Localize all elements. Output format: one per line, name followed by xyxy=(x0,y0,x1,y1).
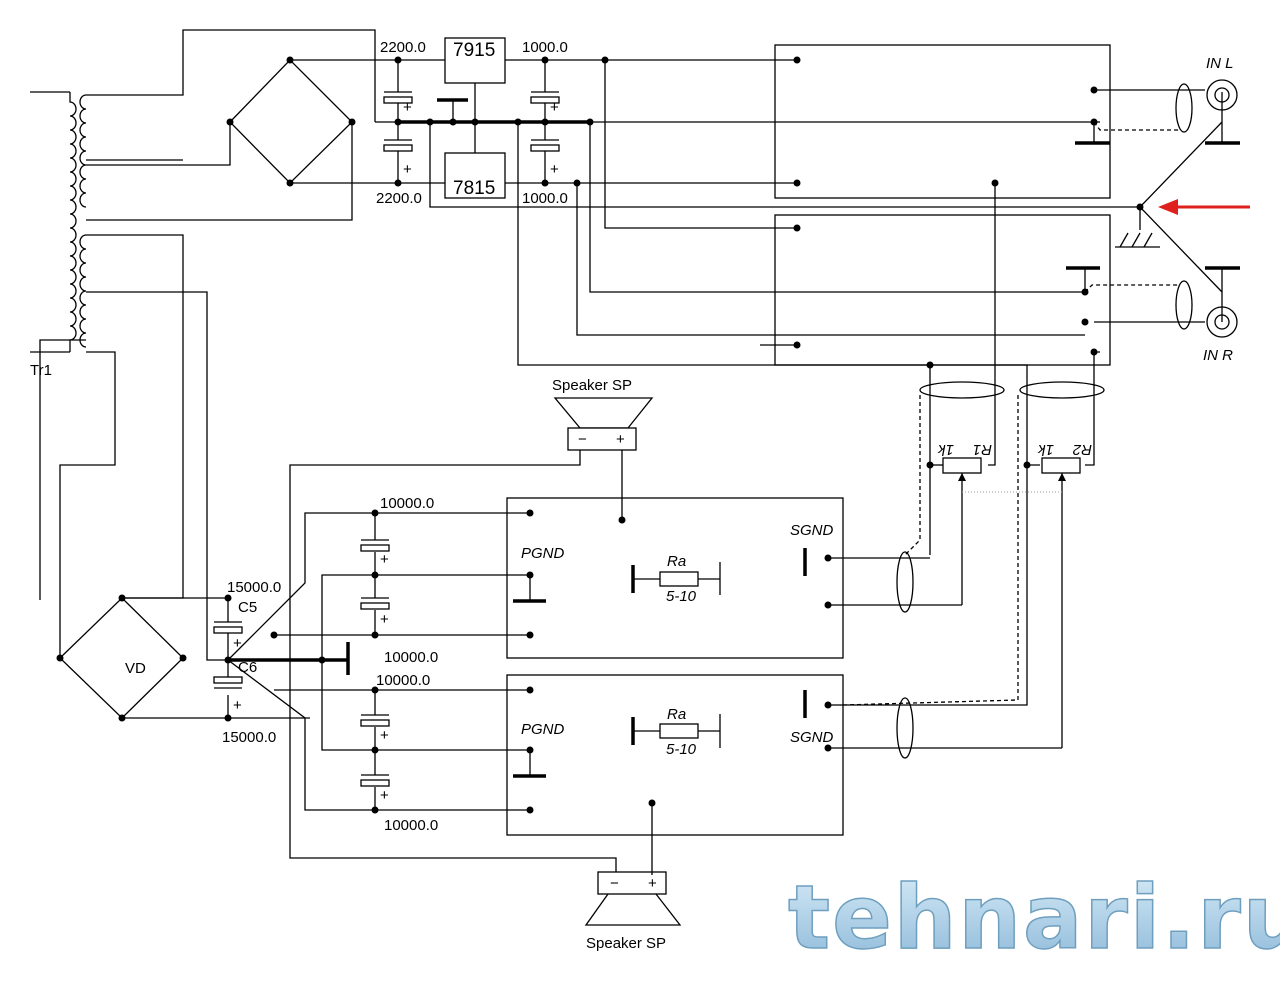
amp-board-bottom: 10000.0 10000.0 + + PGND Ra 5-10 SGND xyxy=(360,465,1062,836)
pot-r1[interactable] xyxy=(942,457,982,474)
plus: + xyxy=(380,787,389,804)
jack-in-l[interactable] xyxy=(1206,79,1238,111)
in-r-label: IN R xyxy=(1203,347,1233,364)
upper-power-supply: 7915 7815 2200.0 2200.0 1000.0 1000.0 + … xyxy=(86,29,1144,465)
cap-label: 10000.0 xyxy=(384,817,438,834)
speaker-label: Speaker SP xyxy=(552,377,632,394)
plus: + xyxy=(403,99,412,116)
pgnd-label: PGND xyxy=(521,545,565,562)
r1-label: R1 xyxy=(973,441,992,458)
preamp-left-board xyxy=(774,44,1111,199)
speaker-top: − + Speaker SP xyxy=(289,377,654,875)
amp-board-top: 10000.0 10000.0 + + PGND Ra 5-10 SGND xyxy=(360,495,962,666)
in-l-label: IN L xyxy=(1206,55,1234,72)
cap-label: 15000.0 xyxy=(227,579,281,596)
r1-value: 1k xyxy=(937,441,954,458)
r2-label: R2 xyxy=(1072,441,1092,458)
watermark-logo: tehnari.ru xyxy=(788,866,1280,969)
cap-label: 10000.0 xyxy=(380,495,434,512)
jack-in-r[interactable] xyxy=(1206,306,1238,338)
plus: + xyxy=(380,611,389,628)
cap-label: 2200.0 xyxy=(380,39,426,56)
plus: + xyxy=(380,551,389,568)
speaker-plus: + xyxy=(648,875,657,892)
c5-label: C5 xyxy=(238,599,257,616)
reg-7915-label: 7915 xyxy=(453,40,495,61)
plus: + xyxy=(233,635,242,652)
speaker-bottom: − + Speaker SP xyxy=(584,799,682,952)
cap-label: 10000.0 xyxy=(384,649,438,666)
plus: + xyxy=(403,161,412,178)
plus: + xyxy=(550,99,559,116)
cap-label: 10000.0 xyxy=(376,672,430,689)
sgnd-label: SGND xyxy=(790,522,834,539)
ra-label: Ra xyxy=(667,706,686,723)
vd-label: VD xyxy=(125,660,146,677)
chassis-ground-icon xyxy=(1115,207,1160,248)
reg-7815-label: 7815 xyxy=(453,178,495,199)
speaker-label: Speaker SP xyxy=(586,935,666,952)
ra-label: Ra xyxy=(667,553,686,570)
transformer-label: Tr1 xyxy=(30,362,52,379)
regulator-7915 xyxy=(444,37,506,84)
ra-value: 5-10 xyxy=(666,741,697,758)
speaker-minus: − xyxy=(578,431,587,448)
volume-pots: R1 1k R2 1k xyxy=(842,352,1105,748)
regulator-7815 xyxy=(444,152,506,199)
plus: + xyxy=(380,727,389,744)
cap-label: 1000.0 xyxy=(522,39,568,56)
preamp-right-board xyxy=(774,214,1111,366)
c6-label: C6 xyxy=(238,659,257,676)
ra-value: 5-10 xyxy=(666,588,697,605)
input-jacks: IN L IN R xyxy=(1066,55,1250,364)
speaker-plus: + xyxy=(616,431,625,448)
r2-value: 1k xyxy=(1037,441,1054,458)
cap-label: 1000.0 xyxy=(522,190,568,207)
pgnd-label: PGND xyxy=(521,721,565,738)
speaker-minus: − xyxy=(610,875,619,892)
sgnd-label: SGND xyxy=(790,729,834,746)
plus: + xyxy=(550,161,559,178)
lower-power-supply: VD 15000.0 15000.0 C5 C6 + + xyxy=(39,234,530,811)
pot-r2[interactable] xyxy=(1041,457,1081,474)
transformer-tr1: Tr1 xyxy=(30,91,87,379)
cap-label: 15000.0 xyxy=(222,729,276,746)
plus: + xyxy=(233,697,242,714)
cap-label: 2200.0 xyxy=(376,190,422,207)
